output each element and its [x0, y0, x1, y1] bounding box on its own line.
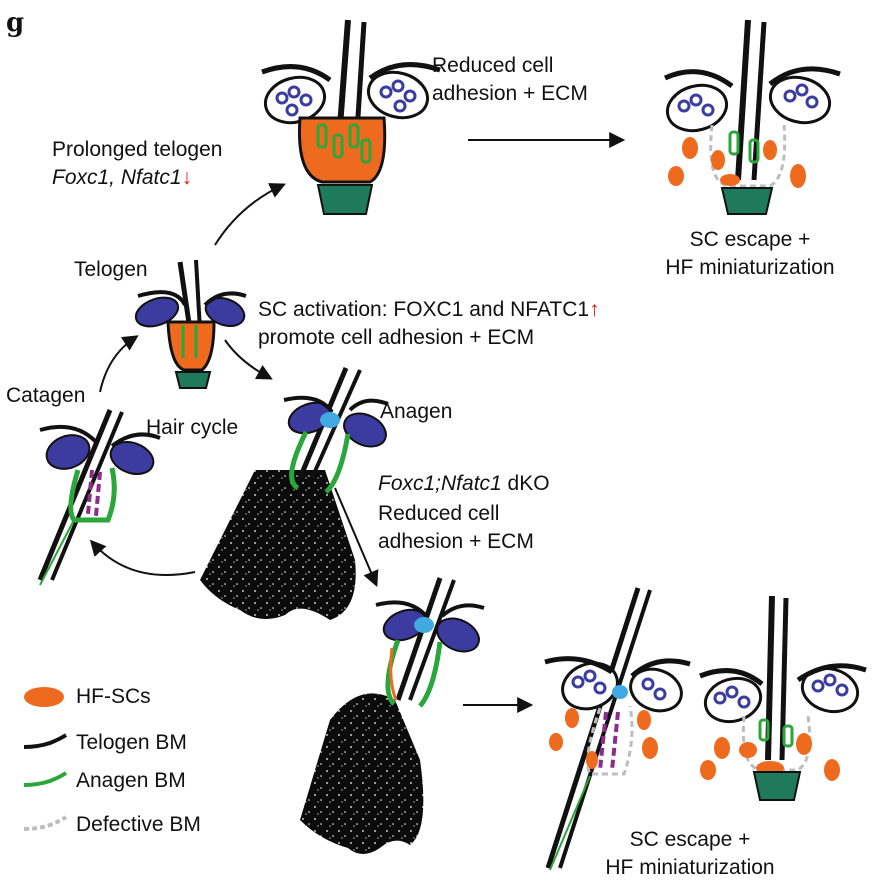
- reduced-adhesion-top-line1: Reduced cell: [432, 54, 554, 77]
- sc-escape-top-line2: HF miniaturization: [665, 256, 835, 279]
- sc-escape-bottom-line1: SC escape +: [629, 828, 751, 851]
- genes-down-label: Foxc1, Nfatc1↓: [52, 164, 192, 191]
- anagen-label: Anagen: [380, 400, 453, 423]
- legend-label: Telogen BM: [76, 731, 187, 754]
- arrow-anagen-to-catagen: [89, 539, 196, 576]
- follicle-prolonged-telogen: [261, 19, 441, 215]
- follicle-sc-escape-bottom-right: [699, 595, 867, 801]
- dko-genotype: Foxc1;Nfatc1: [378, 472, 502, 495]
- dashed-gray-line-icon: [23, 815, 68, 831]
- legend-item-hf-scs: HF-SCs: [20, 682, 151, 712]
- reduced-adhesion-mid-line1: Reduced cell: [378, 502, 500, 525]
- genes-down-text: Foxc1, Nfatc1: [52, 166, 182, 189]
- down-red-arrow-icon: ↓: [181, 166, 193, 189]
- sc-activation-text: SC activation: FOXC1 and NFATC1: [258, 298, 590, 321]
- prolonged-telogen-label: Prolonged telogen: [52, 138, 223, 161]
- hair-cycle-label: Hair cycle: [146, 416, 239, 439]
- telogen-label: Telogen: [74, 258, 148, 281]
- legend-item-telogen-bm: Telogen BM: [20, 728, 187, 758]
- sc-activation-line1: SC activation: FOXC1 and NFATC1↑: [258, 296, 600, 323]
- legend-label: Anagen BM: [76, 769, 186, 792]
- panel-label: g: [6, 8, 25, 38]
- arrow-telogen-to-anagen: [224, 339, 273, 380]
- arrows: [89, 132, 626, 713]
- orange-oval-icon: [24, 687, 64, 707]
- sc-escape-bottom-line2: HF miniaturization: [605, 856, 775, 879]
- legend-item-anagen-bm: Anagen BM: [20, 766, 186, 796]
- follicle-anagen: [200, 367, 389, 620]
- arrow-anagen-to-dko: [334, 487, 379, 587]
- follicle-telogen: [134, 259, 247, 389]
- arrow-telogen-to-prolonged: [214, 183, 286, 246]
- legend-label: HF-SCs: [76, 685, 151, 708]
- legend-label: Defective BM: [76, 813, 201, 836]
- reduced-adhesion-mid-line2: adhesion + ECM: [378, 530, 534, 553]
- follicle-catagen: [37, 409, 161, 586]
- sc-escape-top-line1: SC escape +: [689, 228, 811, 251]
- legend-item-defective-bm: Defective BM: [20, 810, 201, 840]
- dko-suffix: dKO: [501, 472, 550, 495]
- arrow-catagen-to-telogen: [99, 335, 139, 393]
- follicle-dko-anagen: [300, 577, 485, 854]
- follicle-sc-escape-bottom-left: [544, 587, 691, 871]
- reduced-adhesion-top-line2: adhesion + ECM: [432, 82, 588, 105]
- catagen-label: Catagen: [6, 384, 86, 407]
- up-red-arrow-icon: ↑: [589, 298, 600, 321]
- green-line-icon: [23, 771, 68, 787]
- black-line-icon: [23, 733, 68, 749]
- sc-activation-line2: promote cell adhesion + ECM: [258, 326, 535, 349]
- dko-label: Foxc1;Nfatc1 dKO: [378, 470, 550, 497]
- follicle-sc-escape-top: [663, 19, 841, 215]
